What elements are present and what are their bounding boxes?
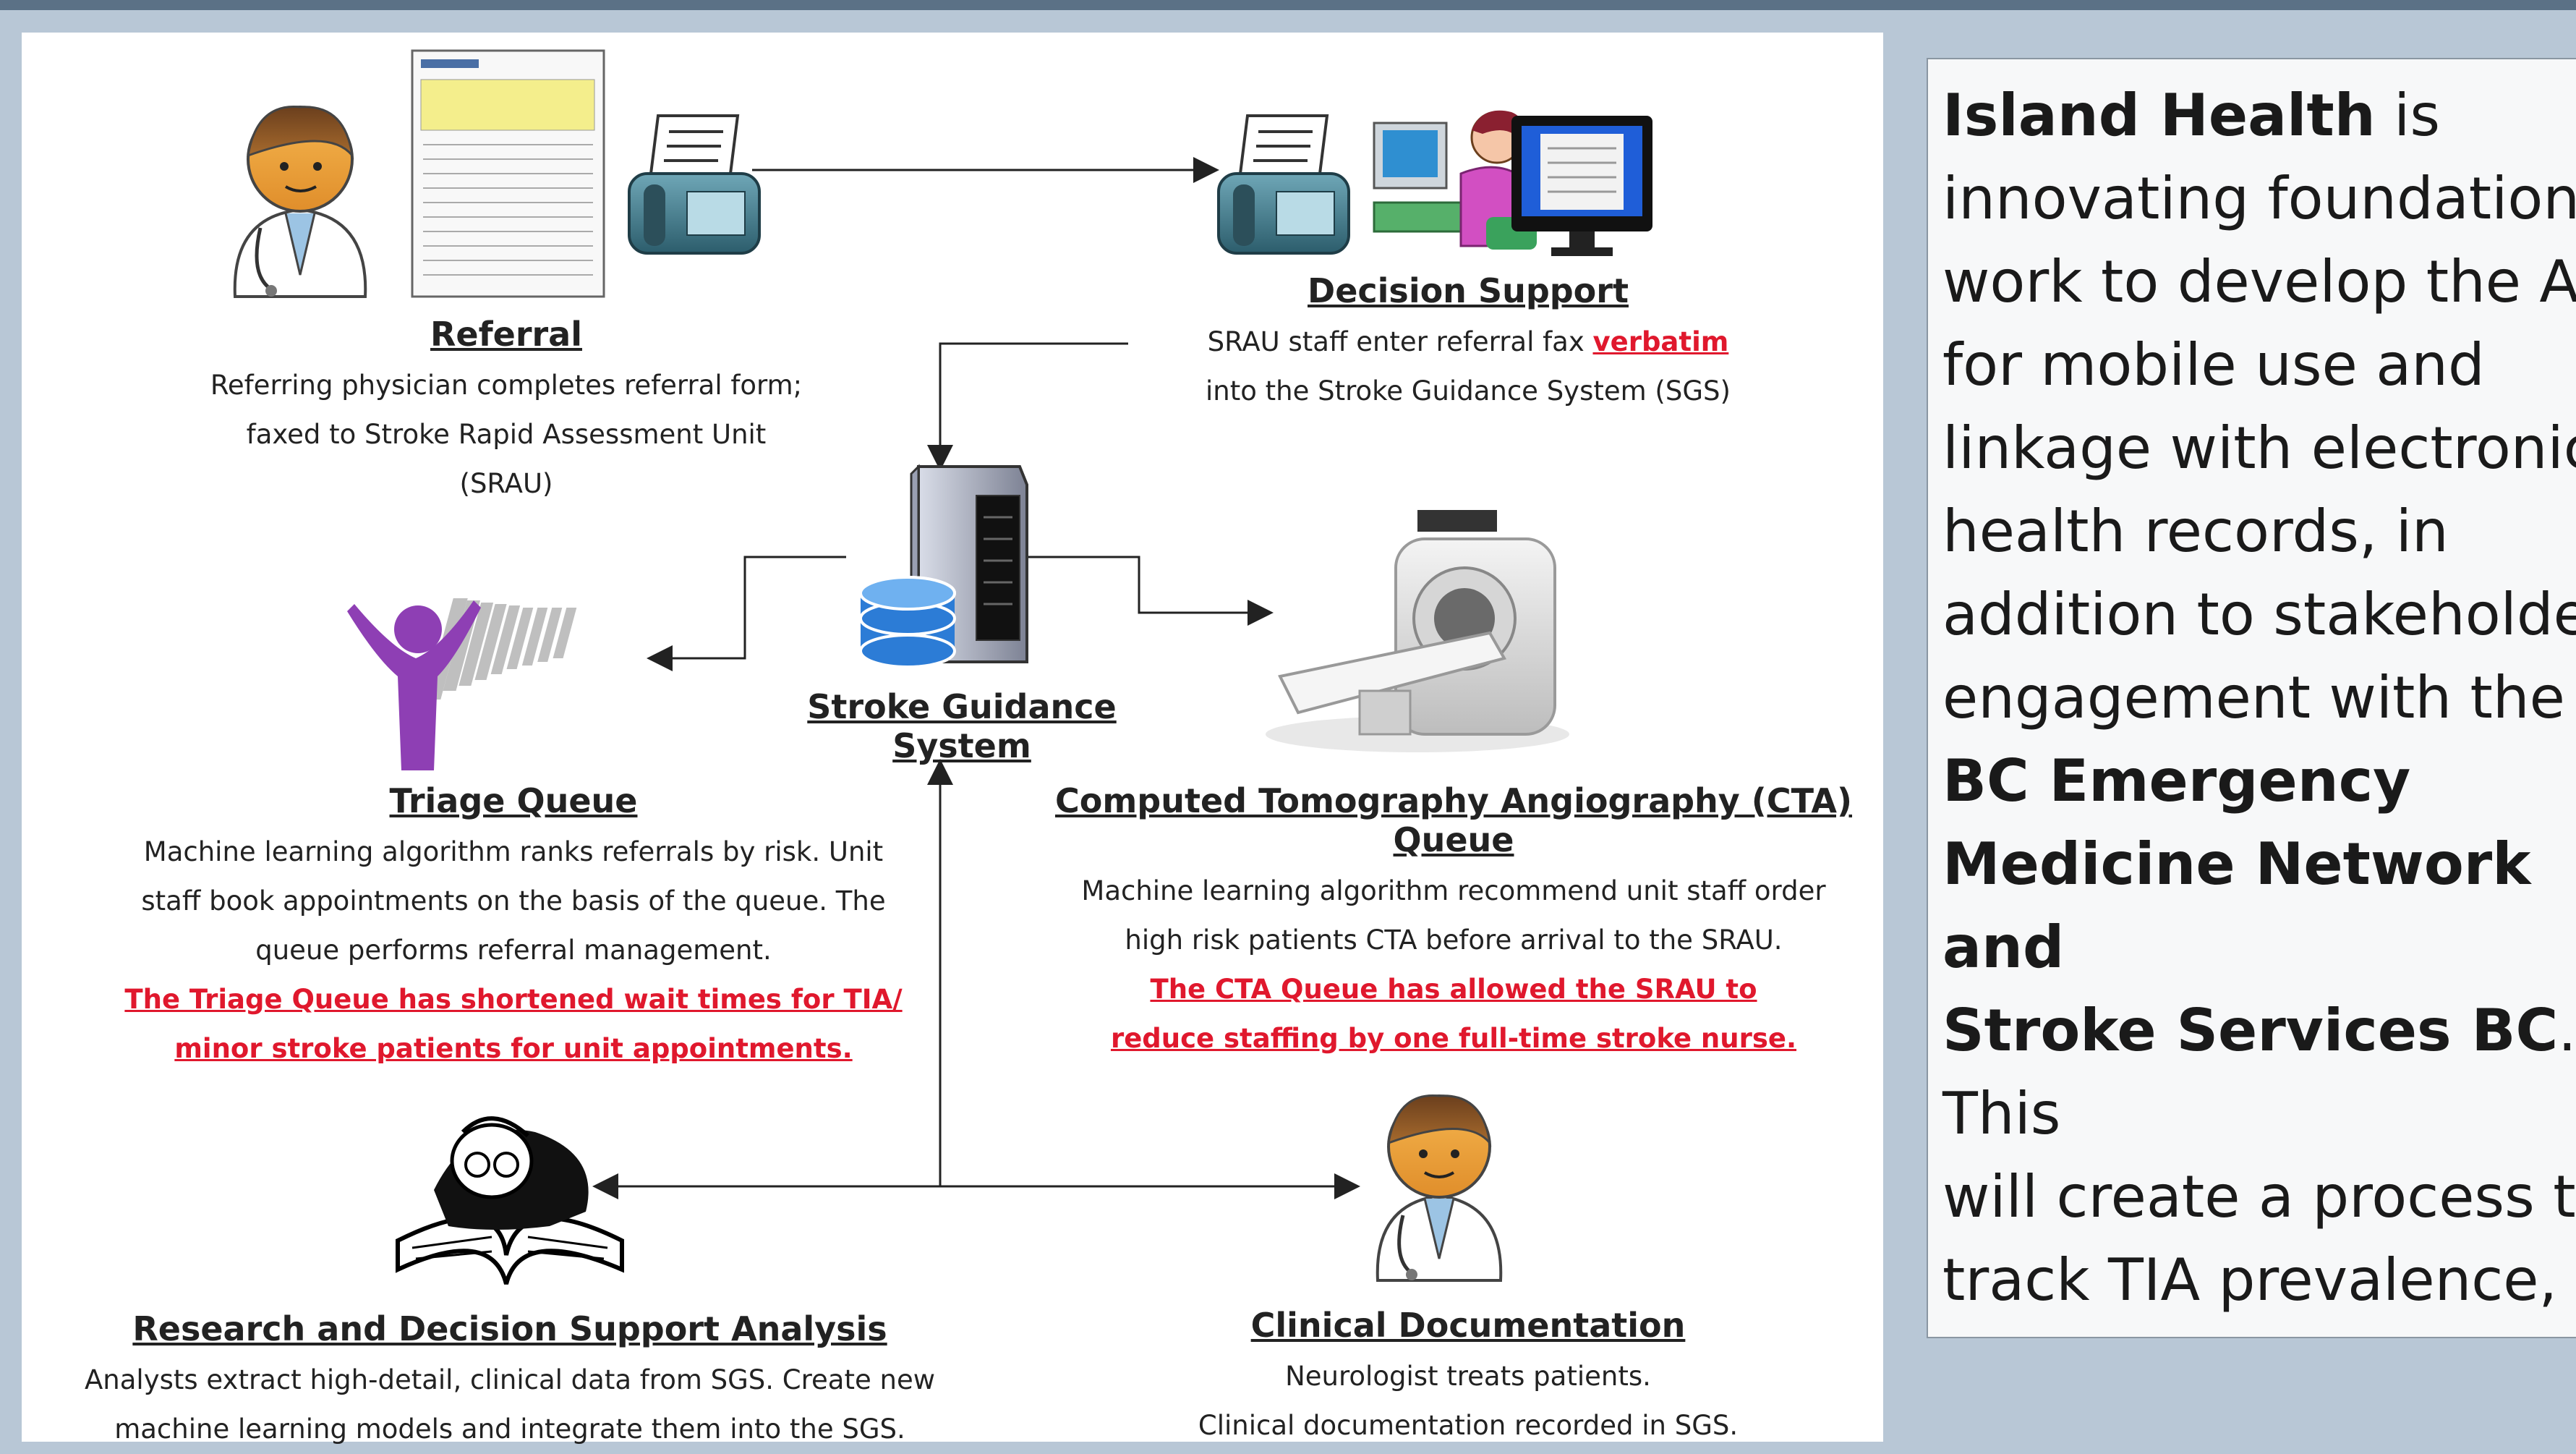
bc-network-bold: BC Emergency Medicine Network and Stroke… — [1942, 747, 2559, 1064]
clinical-desc-line: Clinical documentation recorded in SGS. — [1198, 1410, 1739, 1441]
decision-support-line: SRAU staff enter referral fax verbatim — [1092, 318, 1844, 367]
referral-desc-line: (SRAU) — [459, 468, 553, 499]
triage-queue-block: Triage Queue Machine learning algorithm … — [87, 781, 940, 1074]
cta-desc-line: high risk patients CTA before arrival to… — [1125, 924, 1783, 956]
queue-people-icon — [347, 598, 577, 770]
cta-result-line: reduce staffing by one full-time stroke … — [1110, 1023, 1797, 1054]
referral-block: Referral Referring physician completes r… — [145, 315, 868, 509]
fax-machine-icon — [1217, 114, 1350, 255]
researcher-book-icon — [396, 1116, 624, 1285]
clinical-desc-line: Neurologist treats patients. — [1285, 1361, 1651, 1392]
research-desc-line: machine learning models and integrate th… — [114, 1413, 905, 1445]
research-block: Research and Decision Support Analysis A… — [43, 1309, 976, 1454]
triage-desc-line: queue performs referral management. — [255, 935, 772, 966]
referral-form-icon — [411, 49, 605, 298]
arrow-sgs-to-cta — [1020, 556, 1274, 626]
info-panel: Island Health is innovating foundational… — [1927, 58, 2576, 1338]
doctor-icon — [233, 106, 367, 298]
info-text: Island Health is innovating foundational… — [1942, 74, 2576, 1337]
info-text-part2: . This will create a process to track TI… — [1942, 997, 2576, 1337]
triage-desc-line: Machine learning algorithm ranks referra… — [143, 836, 884, 867]
decision-support-line1-prefix: SRAU staff enter referral fax — [1207, 326, 1593, 357]
info-text-part1: is innovating foundational work to devel… — [1942, 82, 2576, 731]
decision-support-line2: into the Stroke Guidance System (SGS) — [1206, 375, 1731, 407]
triage-queue-title: Triage Queue — [389, 781, 638, 820]
sgs-label: Stroke Guidance System — [807, 687, 1117, 765]
decision-support-title: Decision Support — [1308, 271, 1629, 310]
decision-support-block: Decision Support SRAU staff enter referr… — [1092, 271, 1844, 416]
diagram-graphics — [233, 49, 1652, 1285]
operator-icon — [1373, 110, 1537, 250]
research-title: Research and Decision Support Analysis — [132, 1309, 887, 1348]
clinical-documentation-title: Clinical Documentation — [1250, 1306, 1686, 1345]
cta-desc-line: Machine learning algorithm recommend uni… — [1081, 875, 1826, 906]
research-desc-line: Analysts extract high-detail, clinical d… — [85, 1364, 935, 1395]
verbatim-emphasis: verbatim — [1592, 326, 1729, 357]
triage-result-line: minor stroke patients for unit appointme… — [174, 1033, 853, 1064]
monitor-icon — [1511, 116, 1652, 256]
arrow-sgs-to-triage — [647, 556, 846, 671]
ct-scanner-icon — [1266, 510, 1569, 752]
triage-result-line: The Triage Queue has shortened wait time… — [124, 984, 903, 1015]
cta-result-line: The CTA Queue has allowed the SRAU to — [1150, 974, 1757, 1005]
referral-title: Referral — [430, 315, 582, 354]
fax-machine-icon — [628, 114, 761, 255]
server-database-icon — [859, 464, 1028, 668]
top-bar — [0, 0, 2576, 10]
referral-desc-line: Referring physician completes referral f… — [210, 370, 803, 401]
arrow-decision-to-sgs — [927, 342, 1128, 471]
clinical-documentation-block: Clinical Documentation Neurologist treat… — [1078, 1306, 1859, 1450]
doctor-icon — [1376, 1094, 1503, 1282]
diagram-panel: Referral Referring physician completes r… — [22, 33, 1883, 1445]
cta-queue-title: Computed Tomography Angiography (CTA) Qu… — [1054, 781, 1853, 859]
triage-desc-line: staff book appointments on the basis of … — [141, 885, 886, 917]
cta-queue-block: Computed Tomography Angiography (CTA) Qu… — [1034, 781, 1873, 1063]
island-health-bold: Island Health — [1942, 82, 2376, 149]
referral-desc-line: faxed to Stroke Rapid Assessment Unit — [246, 419, 767, 450]
